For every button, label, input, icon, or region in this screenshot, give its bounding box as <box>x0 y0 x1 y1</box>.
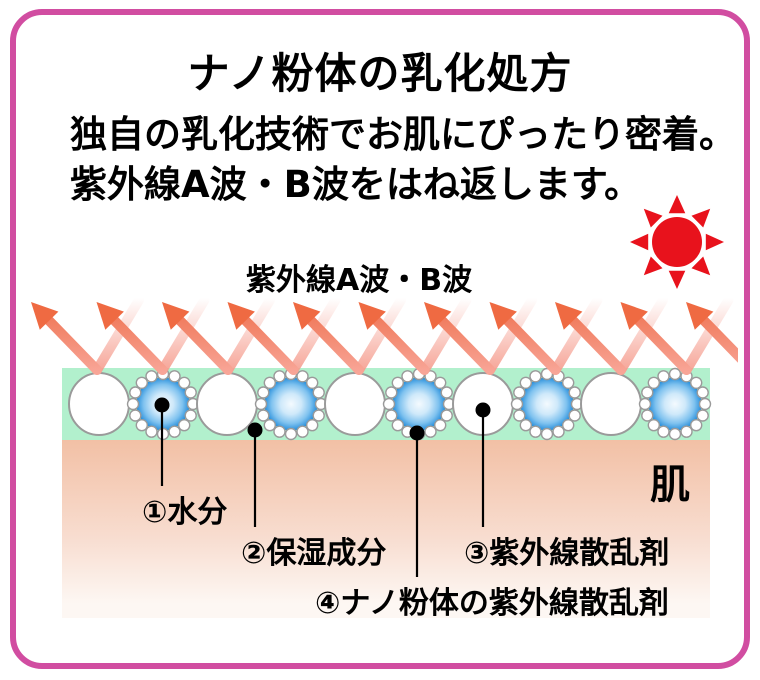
description: 独自の乳化技術でお肌にぴったり密着。 紫外線A波・B波をはね返します。 <box>70 110 736 210</box>
arrowhead-icon <box>162 302 190 330</box>
annotation-water: ①水分 <box>142 495 228 530</box>
incoming-uv-ray <box>419 295 472 375</box>
reflected-uv-ray <box>434 312 495 375</box>
incoming-uv-ray <box>157 295 210 375</box>
arrowhead-icon <box>96 302 124 330</box>
annotation-moisturizer: ②保湿成分 <box>241 536 387 571</box>
incoming-uv-ray <box>288 295 341 375</box>
skin-label: 肌 <box>650 462 690 508</box>
reflected-uv-ray <box>106 312 168 375</box>
incoming-uv-ray <box>616 295 668 375</box>
sun-ray <box>705 233 724 251</box>
emulsion-layer <box>62 368 710 440</box>
incoming-uv-ray <box>681 295 734 375</box>
incoming-uv-ray <box>92 295 144 375</box>
arrowhead-icon <box>686 302 714 330</box>
arrowhead-icon <box>489 302 517 330</box>
sun-ray <box>643 256 663 276</box>
page-title: ナノ粉体の乳化処方 <box>187 49 573 98</box>
reflected-uv-ray <box>237 312 299 375</box>
annotation-uv-scatter-agent: ③紫外線散乱剤 <box>464 536 670 571</box>
arrowhead-icon <box>424 302 452 330</box>
description-line-1: 独自の乳化技術でお肌にぴったり密着。 <box>70 113 736 156</box>
arrowhead-icon <box>227 302 255 330</box>
annotation-nano-uv-scatter-agent: ④ナノ粉体の紫外線散乱剤 <box>315 586 669 621</box>
reflected-uv-ray <box>696 312 738 363</box>
skin-layer <box>62 440 710 618</box>
sun-ray <box>691 208 711 228</box>
sun-ray <box>668 270 686 289</box>
arrowhead-icon <box>620 302 648 330</box>
arrowhead-icon <box>293 302 321 330</box>
reflected-uv-ray <box>499 312 561 375</box>
sun-ray <box>691 256 711 276</box>
reflected-uv-ray <box>368 312 430 375</box>
sun-ray <box>630 233 649 251</box>
incoming-uv-ray <box>550 295 603 375</box>
sun-ray <box>643 208 663 228</box>
incoming-uv-ray <box>752 300 760 370</box>
reflected-uv-ray <box>41 312 102 375</box>
uv-reflection-arrows <box>31 295 760 375</box>
description-line-2: 紫外線A波・B波をはね返します。 <box>70 163 642 206</box>
incoming-uv-ray <box>354 295 406 375</box>
reflected-uv-ray <box>565 312 626 375</box>
reflected-uv-ray <box>172 312 233 375</box>
incoming-uv-ray <box>223 295 275 375</box>
arrowhead-icon <box>358 302 386 330</box>
uv-wave-label: 紫外線A波・B波 <box>246 263 473 298</box>
arrowhead-icon <box>31 302 59 330</box>
reflected-uv-ray <box>303 312 364 375</box>
arrowhead-icon <box>555 302 583 330</box>
incoming-uv-ray <box>485 295 537 375</box>
reflected-uv-ray <box>630 312 692 375</box>
